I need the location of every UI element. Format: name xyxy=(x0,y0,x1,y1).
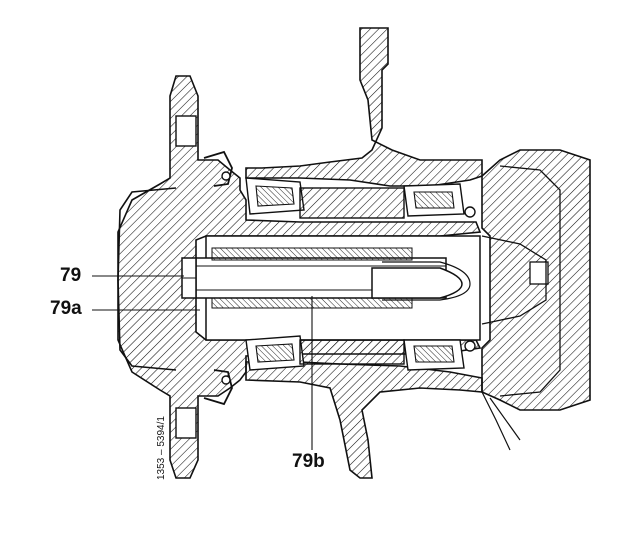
o-ring-lower xyxy=(221,375,231,385)
bearing-lower-right xyxy=(403,339,465,371)
cv-joint-center xyxy=(529,261,549,285)
bearing-upper-left xyxy=(245,177,305,215)
label-part-79b: 79b xyxy=(292,451,325,472)
bearing-lower-left xyxy=(245,335,305,371)
flange-bolt-hole-top xyxy=(175,115,197,147)
drawing-reference-code: 1353 – 5394/1 xyxy=(156,416,167,480)
seal-lower-left xyxy=(203,369,233,406)
hub-cap xyxy=(117,187,177,371)
steering-knuckle-upper xyxy=(245,27,483,187)
shaft-bolt-head xyxy=(371,267,463,299)
o-ring-upper xyxy=(221,171,231,181)
seal-upper-left xyxy=(203,150,233,187)
bearing-upper-right xyxy=(403,183,465,217)
flange-bolt-hole-bottom xyxy=(175,407,197,439)
shaft-spline xyxy=(211,247,413,261)
label-part-79a: 79a xyxy=(50,298,82,319)
o-ring-right-upper xyxy=(464,206,476,218)
o-ring-right-lower xyxy=(464,340,476,352)
label-part-79: 79 xyxy=(60,265,82,286)
drive-boot xyxy=(481,391,521,451)
steering-knuckle-lower xyxy=(245,361,483,479)
